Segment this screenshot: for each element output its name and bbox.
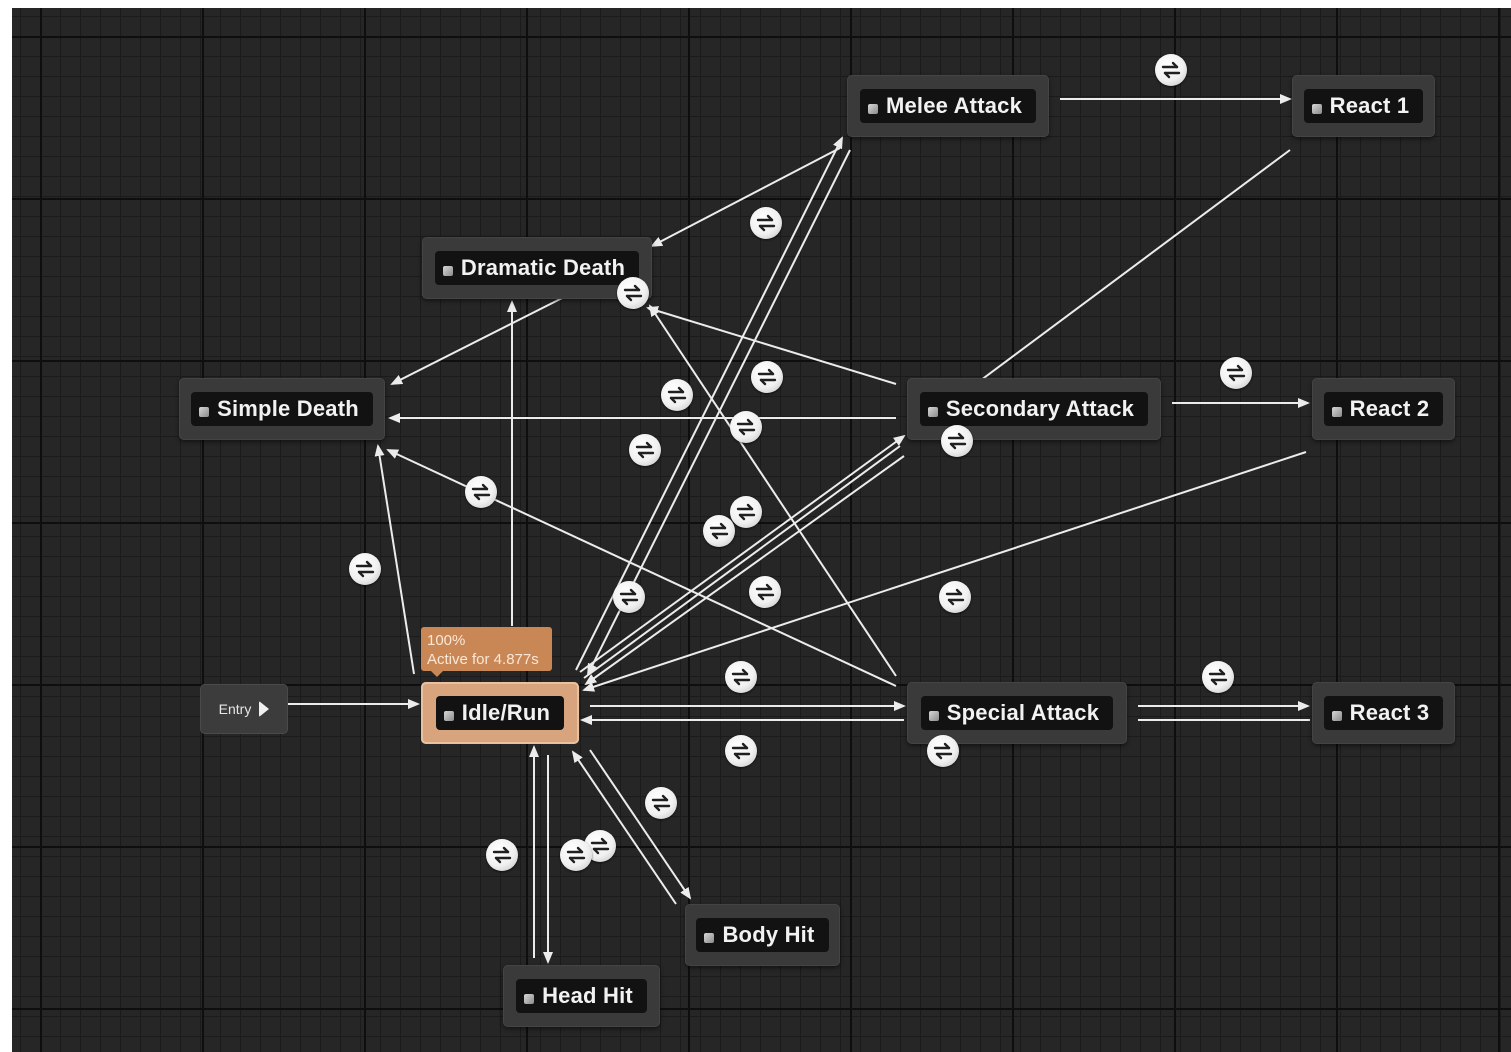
wire-secondary-idle (584, 455, 905, 686)
state-label: Secondary Attack (945, 396, 1135, 421)
transition-rule-icon[interactable] (750, 207, 782, 239)
transition-rule-icon[interactable] (725, 661, 757, 693)
wire-idle-secondary (579, 434, 906, 673)
state-label: React 1 (1329, 93, 1410, 118)
entry-node[interactable]: Entry (200, 684, 288, 734)
transition-rule-icon[interactable] (927, 735, 959, 767)
state-node-icon (927, 407, 938, 417)
transition-rule-icon[interactable] (645, 787, 677, 819)
transition-rule-icon[interactable] (730, 496, 762, 528)
entry-arrow-icon (259, 701, 270, 717)
active-duration: Active for 4.877s (427, 651, 539, 668)
state-label: React 3 (1349, 700, 1430, 725)
state-node-melee-attack[interactable]: Melee Attack (847, 75, 1049, 137)
wire-idle-body (589, 749, 692, 900)
transition-rule-icon[interactable] (613, 581, 645, 613)
transition-rule-icon[interactable] (751, 361, 783, 393)
wire-melee-dramatic (650, 147, 841, 247)
transition-rule-icon[interactable] (349, 553, 381, 585)
state-node-head-hit[interactable]: Head Hit (503, 965, 660, 1027)
state-label: React 2 (1349, 396, 1430, 421)
state-node-dramatic-death[interactable]: Dramatic Death (422, 237, 652, 299)
state-label: Body Hit (722, 922, 815, 947)
active-percent: 100% (427, 632, 466, 649)
state-label: Simple Death (217, 396, 359, 421)
transition-rule-icon[interactable] (1155, 54, 1187, 86)
wire-dramatic-simple (390, 283, 591, 385)
wire-special-dramatic (648, 304, 897, 677)
wire-secondary-dramatic (646, 306, 897, 385)
state-label: Dramatic Death (460, 255, 626, 280)
state-node-icon (867, 104, 878, 114)
transition-rule-icon[interactable] (486, 839, 518, 871)
state-node-icon (1331, 407, 1342, 417)
transition-rule-icon[interactable] (941, 425, 973, 457)
state-node-body-hit[interactable]: Body Hit (685, 904, 840, 966)
state-node-icon (443, 711, 454, 721)
transition-rule-icon[interactable] (465, 476, 497, 508)
transition-rule-icon[interactable] (560, 839, 592, 871)
wire-idle-simple (374, 444, 415, 675)
state-node-icon (704, 933, 715, 943)
state-node-react-2[interactable]: React 2 (1312, 378, 1455, 440)
state-node-icon (442, 266, 453, 276)
state-node-secondary-attack[interactable]: Secondary Attack (907, 378, 1161, 440)
transition-rule-icon[interactable] (1220, 357, 1252, 389)
state-label: Special Attack (946, 700, 1100, 725)
state-label: Idle/Run (461, 700, 551, 725)
state-node-simple-death[interactable]: Simple Death (179, 378, 385, 440)
transition-rule-icon[interactable] (1202, 661, 1234, 693)
transition-rule-icon[interactable] (725, 735, 757, 767)
state-node-icon (928, 711, 939, 721)
state-label: Head Hit (542, 983, 633, 1008)
transition-rule-icon[interactable] (939, 581, 971, 613)
transition-rule-icon[interactable] (703, 515, 735, 547)
state-label: Melee Attack (885, 93, 1023, 118)
transition-wires (288, 94, 1310, 964)
state-node-react-3[interactable]: React 3 (1312, 682, 1455, 744)
state-node-icon (524, 994, 535, 1004)
wire-secondary-idle-2 (583, 445, 901, 679)
state-node-icon (1311, 104, 1322, 114)
state-node-icon (199, 407, 210, 417)
transition-rule-icon[interactable] (661, 379, 693, 411)
state-node-react-1[interactable]: React 1 (1292, 75, 1435, 137)
state-node-special-attack[interactable]: Special Attack (907, 682, 1127, 744)
entry-label: Entry (218, 701, 252, 717)
state-machine-graph[interactable] (12, 8, 1511, 1052)
wire-react1-idle (964, 149, 1291, 393)
transition-rule-icon[interactable] (617, 277, 649, 309)
wire-react2-idle (582, 451, 1307, 692)
state-node-icon (1331, 711, 1342, 721)
wire-idle-melee (575, 136, 843, 671)
wire-body-idle (571, 750, 677, 905)
state-node-idle-run[interactable]: Idle/Run (421, 682, 579, 744)
active-status-badge: 100% Active for 4.877s (421, 627, 552, 677)
transition-rule-icon[interactable] (730, 411, 762, 443)
transition-rule-icon[interactable] (629, 434, 661, 466)
transition-rule-icon[interactable] (749, 576, 781, 608)
